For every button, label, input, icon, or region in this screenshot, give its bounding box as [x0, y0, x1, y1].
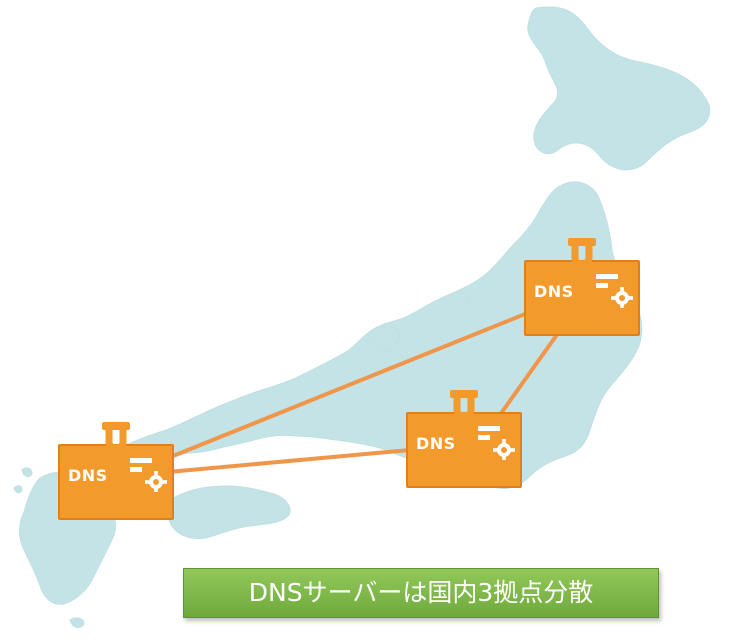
dns-server-kanto: DNS	[406, 388, 522, 488]
japan-map	[13, 6, 711, 628]
caption-banner: DNSサーバーは国内3拠点分散	[183, 568, 659, 618]
map-island-4	[457, 293, 469, 303]
dns-server-kyushu: DNS	[58, 420, 174, 520]
map-island-1	[21, 467, 33, 478]
map-hokkaido	[527, 6, 711, 171]
server-hook-icon	[450, 390, 478, 420]
link-kyushu-tohoku	[166, 310, 532, 460]
config-lines-icon	[130, 458, 167, 492]
gear-icon	[145, 471, 167, 492]
server-hook-icon	[102, 422, 130, 452]
server-body: DNS	[406, 412, 522, 488]
map-island-3	[69, 617, 85, 628]
gear-icon	[493, 439, 515, 460]
gear-icon	[611, 287, 633, 308]
map-island-2	[13, 485, 23, 494]
map-shikoku	[165, 485, 291, 539]
network-links	[166, 310, 558, 474]
server-label: DNS	[416, 434, 456, 453]
config-lines-icon	[596, 274, 633, 308]
server-label: DNS	[534, 282, 574, 301]
dns-server-tohoku: DNS	[524, 236, 640, 336]
server-hook-icon	[568, 238, 596, 268]
server-label: DNS	[68, 466, 108, 485]
config-lines-icon	[478, 426, 515, 460]
link-kyushu-kanto	[166, 448, 412, 474]
link-kanto-tohoku	[500, 334, 558, 414]
map-noto	[367, 326, 400, 351]
